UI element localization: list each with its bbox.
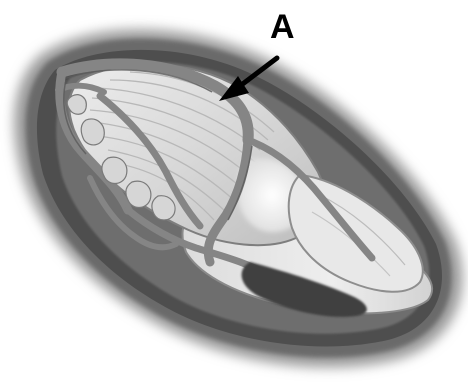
- annotation-label: A: [270, 10, 295, 44]
